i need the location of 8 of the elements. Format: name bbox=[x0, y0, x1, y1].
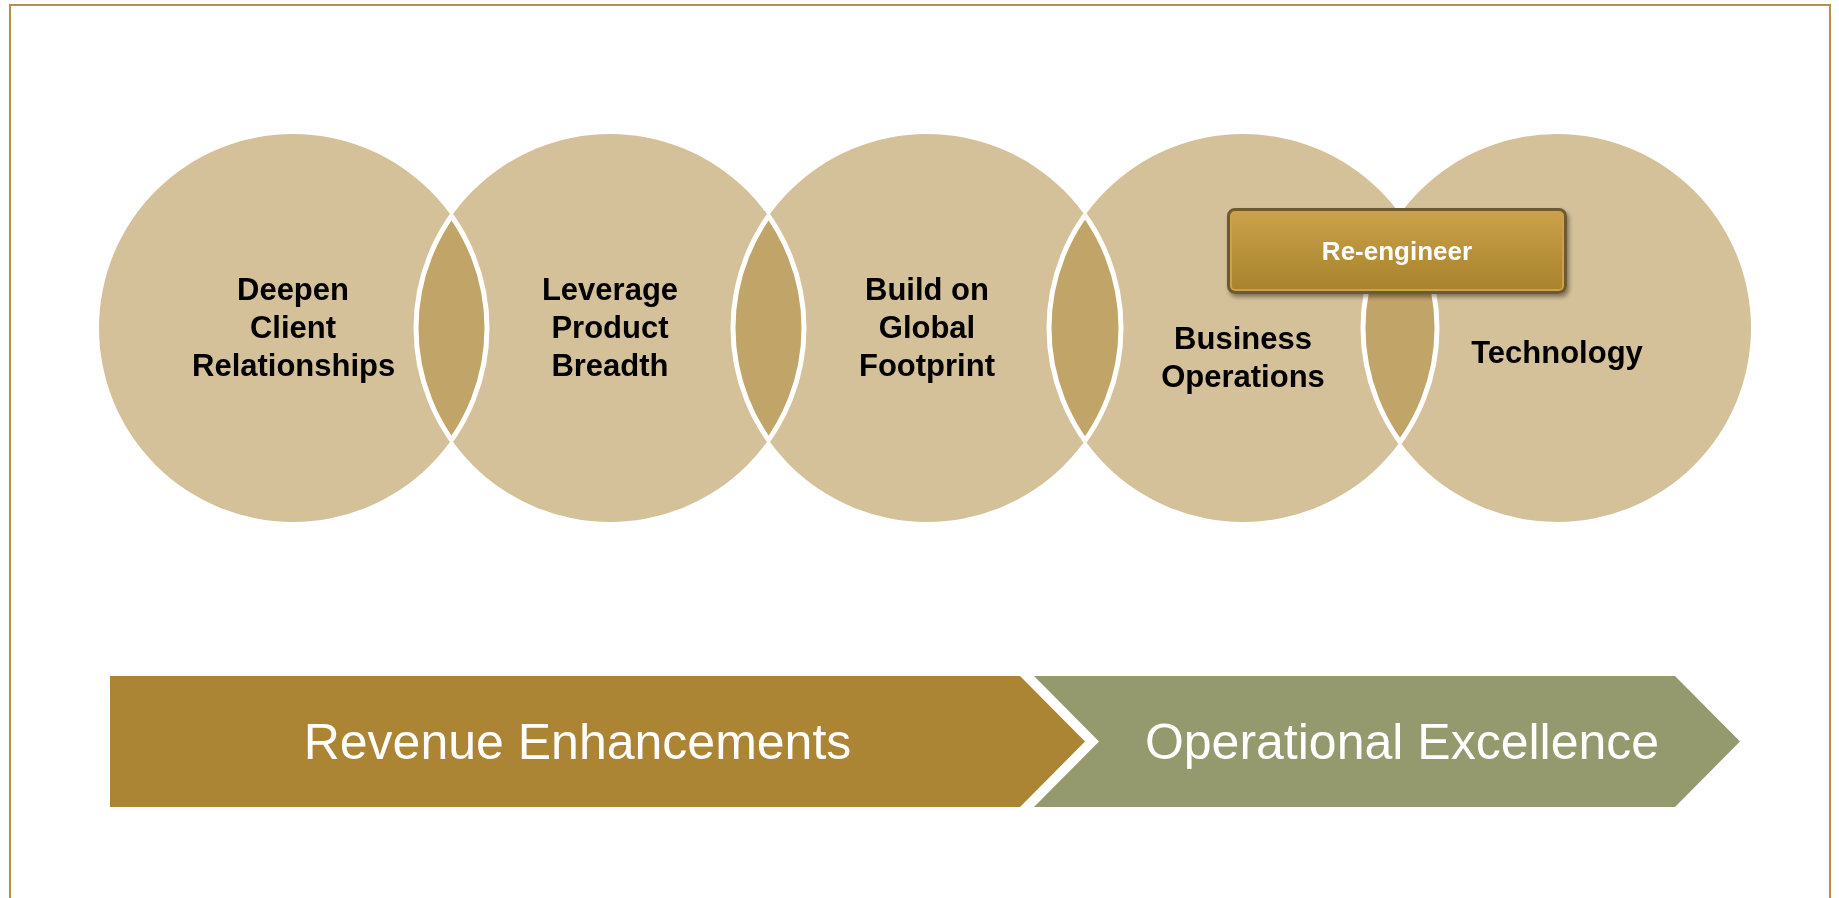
stage-label: Operational Excellence bbox=[1143, 712, 1661, 771]
circle-label: Technology bbox=[1470, 334, 1644, 372]
circle-label: Leverage Product Breadth bbox=[540, 271, 680, 385]
stage-label: Revenue Enhancements bbox=[302, 712, 853, 771]
circle-label: Business Operations bbox=[1160, 320, 1326, 396]
tag-box: Re-engineer bbox=[1227, 208, 1567, 294]
circle-label: Build on Global Footprint bbox=[858, 271, 996, 385]
circle-label: Deepen Client Relationships bbox=[191, 271, 397, 385]
